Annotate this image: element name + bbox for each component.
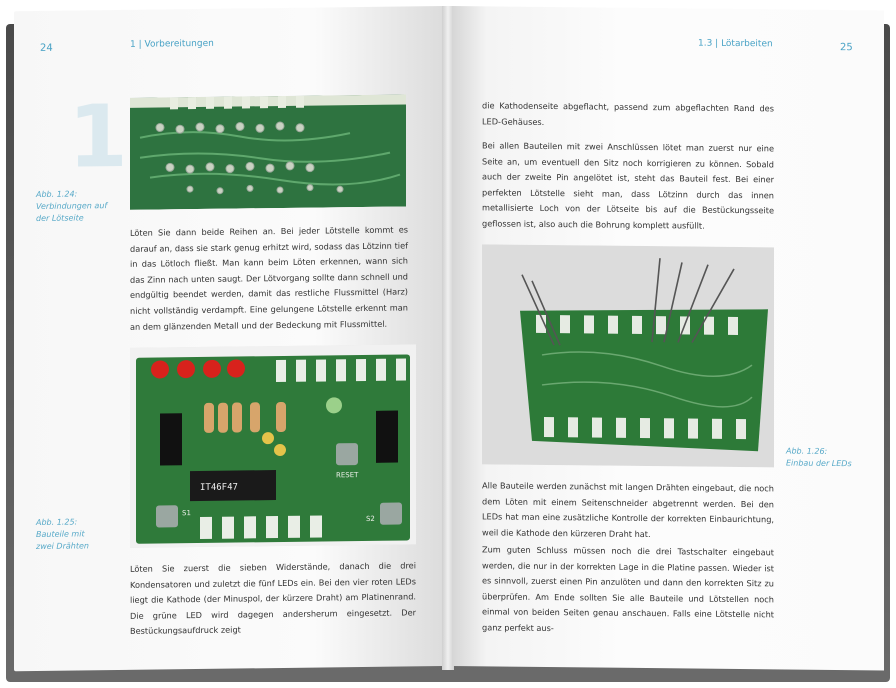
- right-paragraph-4: Zum guten Schluss müssen noch die drei T…: [482, 544, 774, 634]
- caption-label: Abb. 1.26:: [786, 446, 828, 456]
- chip-label: IT46F47: [200, 483, 238, 493]
- caption-text: Einbau der LEDs: [786, 458, 852, 469]
- s2-label: S2: [366, 515, 375, 523]
- chapter-number: 1: [68, 86, 128, 188]
- figure-1-26-caption: Abb. 1.26: Einbau der LEDs: [786, 445, 876, 470]
- left-page: 24 1 | Vorbereitungen 1: [14, 6, 444, 672]
- figure-1-25-photo: IT46F47 RESET S1 S2: [130, 344, 416, 548]
- caption-text: Verbindungen auf: [36, 201, 108, 211]
- caption-label: Abb. 1.24:: [36, 189, 78, 199]
- figure-1-24-caption: Abb. 1.24: Verbindungen auf der Lötseite: [36, 188, 126, 225]
- caption-label: Abb. 1.25:: [36, 517, 78, 527]
- led-installation-image: [482, 244, 774, 468]
- open-book: 24 1 | Vorbereitungen 1: [6, 6, 890, 682]
- component-side-pcb-image: IT46F47 RESET S1 S2: [130, 344, 416, 548]
- right-paragraph-2: Bei allen Bauteilen mit zwei Anschlüssen…: [482, 140, 774, 231]
- caption-text: zwei Drähten: [36, 541, 89, 551]
- s1-label: S1: [182, 509, 191, 517]
- right-paragraph-3: Alle Bauteile werden zunächst mit langen…: [482, 480, 774, 539]
- figure-1-24-photo: [130, 94, 406, 210]
- caption-text: der Lötseite: [36, 213, 84, 223]
- running-head-right: 1.3 | Lötarbeiten: [698, 38, 773, 50]
- book-gutter: [442, 6, 454, 670]
- left-paragraph-2: Löten Sie zuerst die sieben Widerstände,…: [130, 560, 416, 637]
- right-paragraph-1: die Kathodenseite abgeflacht, passend zu…: [482, 100, 774, 127]
- figure-1-26-photo: [482, 244, 774, 468]
- running-head-left: 1 | Vorbereitungen: [130, 38, 214, 50]
- caption-text: Bauteile mit: [36, 529, 85, 539]
- left-paragraph-1: Löten Sie dann beide Reihen an. Bei jede…: [130, 224, 408, 332]
- reset-label: RESET: [336, 471, 359, 479]
- figure-1-25-caption: Abb. 1.25: Bauteile mit zwei Drähten: [36, 516, 126, 553]
- right-page: 1.3 | Lötarbeiten 25 die Kathodenseite a…: [452, 6, 884, 671]
- page-number-right: 25: [840, 42, 853, 54]
- page-number-left: 24: [40, 42, 53, 54]
- solder-side-pcb-image: [130, 94, 406, 210]
